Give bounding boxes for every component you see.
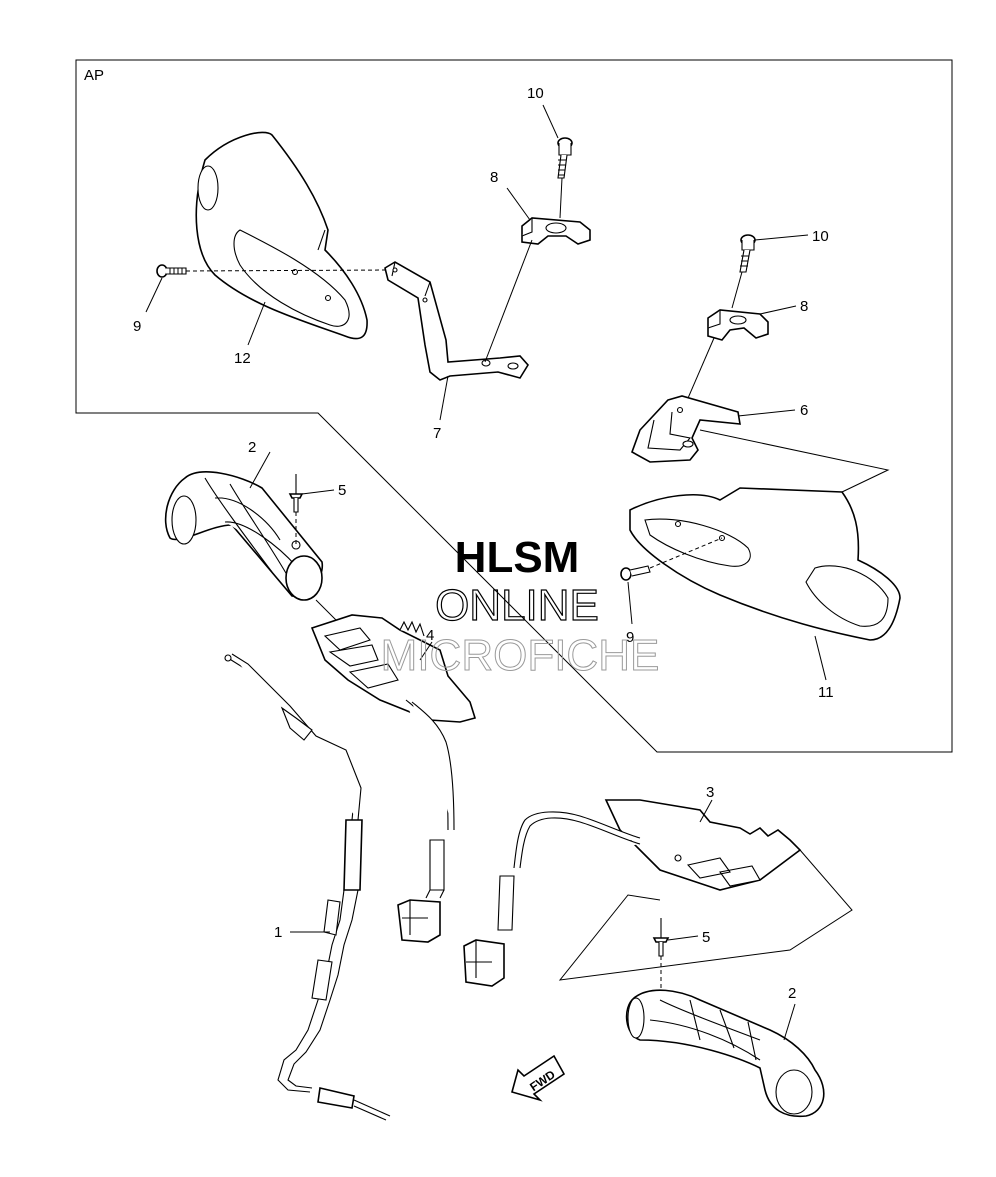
leader-12 [247,301,266,346]
bolt-10-left [557,137,573,179]
callout-3: 3 [706,784,714,801]
callout-11: 11 [818,684,834,701]
callout-10-left: 10 [527,85,544,102]
bolt-10-right [739,234,756,273]
grip-upper [164,471,323,601]
bracket-6 [631,395,741,463]
watermark: HLSM ONLINE MICROFICHE [380,533,660,681]
connector-right [463,939,505,987]
hand-guard-right [629,487,901,641]
fwd-arrow-icon: FWD [511,1054,566,1102]
accessory-frame [75,59,953,753]
callout-8-left: 8 [490,169,498,186]
clamp-8-left [521,217,591,245]
callout-10-right: 10 [812,228,829,245]
leader-3 [699,799,713,823]
callout-12: 12 [234,350,251,367]
hand-guard-left [195,131,368,340]
watermark-line-2: ONLINE [435,581,599,630]
callout-9-left: 9 [133,318,141,335]
clamp-8-right [707,309,769,341]
callout-6: 6 [800,402,808,419]
rivet-5-lower [652,918,670,957]
connector-left [397,899,441,943]
watermark-line-1: HLSM [455,533,580,582]
callout-7: 7 [433,425,441,442]
callout-5-lower: 5 [702,929,710,946]
leader-11 [814,635,827,681]
bolt-10-right-axis [731,271,743,309]
rivet-5-upper [288,474,304,513]
bolt-9-left [156,264,187,278]
callout-1: 1 [274,924,282,941]
leader-5-lower [667,935,699,941]
leader-8-left [506,187,531,221]
bolt-9-right [620,565,651,581]
frame-label: AP [84,67,104,84]
callout-9-right: 9 [626,629,634,646]
callout-2-upper: 2 [248,439,256,456]
callout-4: 4 [426,627,434,644]
bracket-6-axis [699,429,890,493]
leader-7 [439,375,449,421]
callout-5-upper: 5 [338,482,346,499]
leader-9-right [627,581,633,625]
bracket-7 [384,261,529,381]
leader-6 [737,409,796,417]
leader-2-upper [249,451,271,489]
bolt-9-right-axis [649,537,723,569]
leader-2-lower [783,1003,796,1041]
bolt-10-left-axis [559,177,563,219]
heater-4-wire [405,699,455,899]
heater-element-3-axis [558,849,853,981]
grip-lower [625,989,825,1118]
leader-8-right [759,305,797,315]
leader-10-right [754,234,809,241]
heater-element-3 [604,799,802,891]
cable-1 [224,653,391,1121]
leader-5-upper [301,489,335,495]
heater-element-4-axis [315,599,337,621]
watermark-line-3: MICROFICHE [381,631,660,680]
leader-10-left [542,104,559,139]
heater-3-wire [497,811,641,931]
leader-4 [419,641,433,661]
clamp-8-left-axis [484,239,533,363]
bolt-9-left-axis [185,269,391,272]
callout-8-right: 8 [800,298,808,315]
leader-9-left [145,277,163,313]
heater-element-4 [310,614,477,723]
callout-2-lower: 2 [788,985,796,1002]
